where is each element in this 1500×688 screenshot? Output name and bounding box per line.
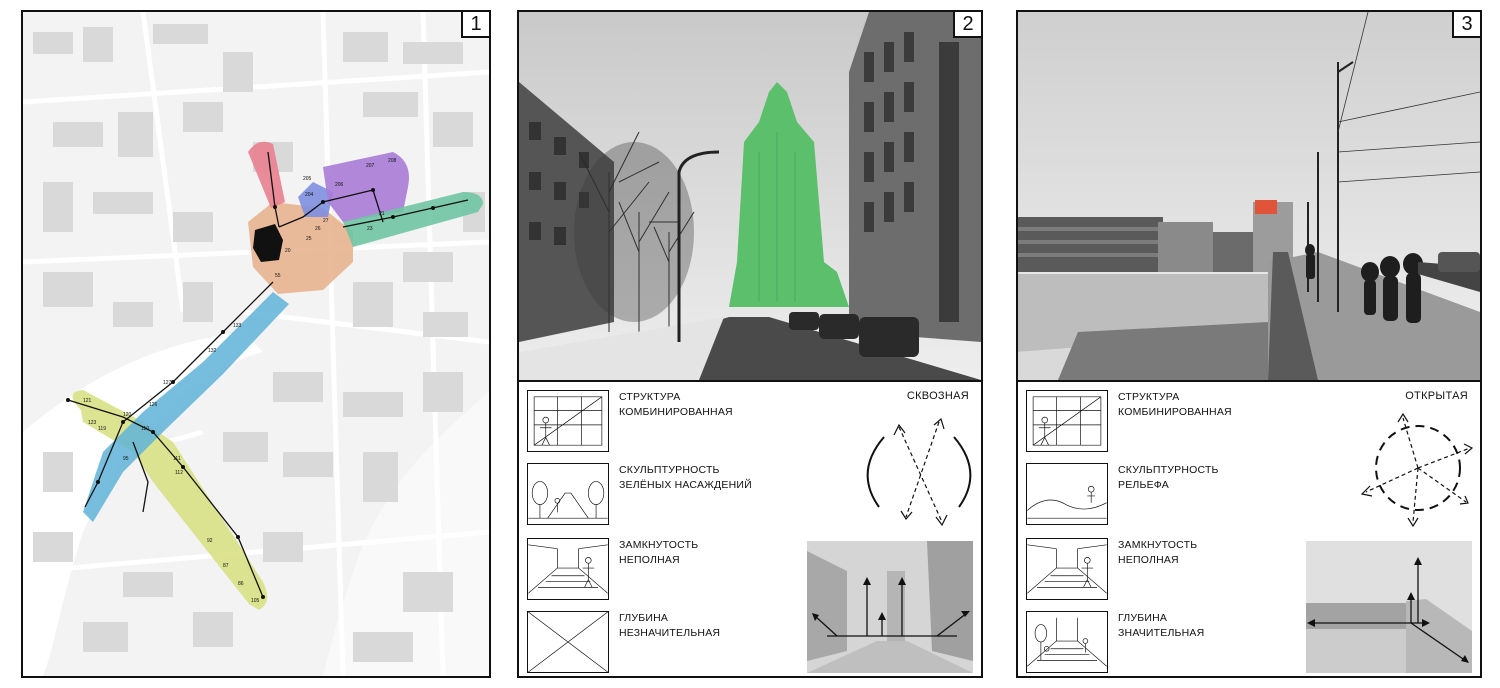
zone-teal xyxy=(343,192,483,247)
zone-red xyxy=(248,141,285,208)
enclosure-thumbnail xyxy=(527,538,609,600)
panel-number: 3 xyxy=(1452,12,1480,38)
svg-text:95: 95 xyxy=(123,456,129,462)
spatial-type-label: СКВОЗНАЯ xyxy=(906,390,969,402)
section-divider xyxy=(519,380,981,382)
panel-number: 2 xyxy=(953,12,981,38)
view-panel-2: 2 xyxy=(517,10,983,678)
svg-text:111: 111 xyxy=(173,456,181,462)
svg-text:121: 121 xyxy=(83,398,92,404)
bridge-photo xyxy=(1018,12,1480,380)
svg-text:208: 208 xyxy=(388,158,397,164)
structure-thumbnail xyxy=(527,390,609,452)
tower-highlight xyxy=(1255,200,1277,214)
svg-text:133: 133 xyxy=(233,323,242,329)
svg-text:27: 27 xyxy=(323,218,329,224)
zone-cyan xyxy=(83,292,289,522)
svg-text:132: 132 xyxy=(208,348,217,354)
open-space-diagram xyxy=(1360,412,1474,528)
svg-text:92: 92 xyxy=(207,538,213,544)
depth-thumbnail xyxy=(527,611,609,673)
svg-text:110: 110 xyxy=(141,426,149,432)
svg-text:126: 126 xyxy=(149,402,158,408)
through-space-diagram xyxy=(866,417,972,527)
svg-text:123: 123 xyxy=(88,420,97,426)
svg-text:87: 87 xyxy=(223,563,229,569)
zone-purple xyxy=(323,152,409,222)
zone-yellow xyxy=(72,390,268,610)
section-divider xyxy=(1018,380,1480,382)
svg-text:55: 55 xyxy=(275,273,281,279)
view-panel-3: 3 xyxy=(1016,10,1482,678)
map-panel: 1 xyxy=(21,10,491,678)
svg-text:120: 120 xyxy=(123,412,132,418)
svg-text:207: 207 xyxy=(366,163,375,169)
structure-thumbnail xyxy=(1026,390,1108,452)
central-building xyxy=(253,224,283,262)
svg-text:112: 112 xyxy=(175,470,183,476)
svg-text:21: 21 xyxy=(379,211,385,217)
svg-text:105: 105 xyxy=(251,598,260,604)
relief-thumbnail xyxy=(1026,463,1108,525)
svg-text:204: 204 xyxy=(305,192,314,198)
panel-number: 1 xyxy=(461,12,489,38)
enclosure-thumbnail xyxy=(1026,538,1108,600)
street-photo xyxy=(519,12,981,380)
zone-blue xyxy=(298,182,333,217)
svg-text:119: 119 xyxy=(98,426,106,432)
depth-thumbnail xyxy=(1026,611,1108,673)
spatial-type-label: ОТКРЫТАЯ xyxy=(1405,390,1468,402)
svg-text:26: 26 xyxy=(315,226,321,232)
svg-text:205: 205 xyxy=(303,176,312,182)
svg-text:86: 86 xyxy=(238,581,244,587)
svg-text:20: 20 xyxy=(285,248,291,254)
view-axes-thumbnail xyxy=(807,541,973,673)
svg-text:127: 127 xyxy=(163,380,172,386)
sculpture-thumbnail xyxy=(527,463,609,525)
svg-text:23: 23 xyxy=(367,226,373,232)
svg-text:25: 25 xyxy=(306,236,312,242)
view-axes-thumbnail xyxy=(1306,541,1472,673)
svg-text:206: 206 xyxy=(335,182,344,188)
